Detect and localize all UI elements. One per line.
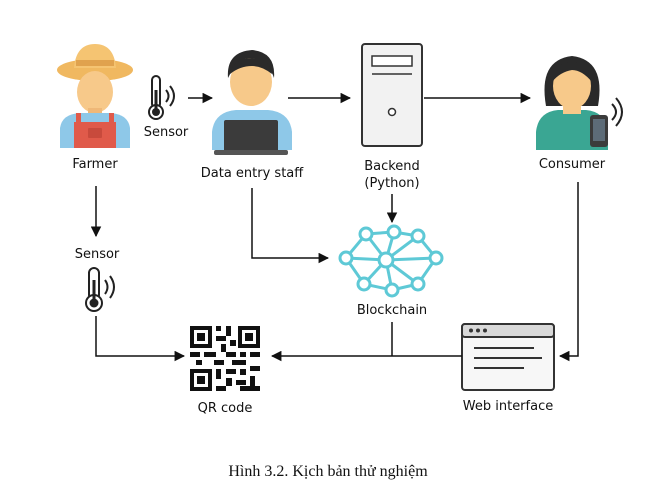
staff-laptop-icon bbox=[212, 50, 292, 155]
data-entry-staff-label: Data entry staff bbox=[201, 166, 305, 181]
figure-caption: Hình 3.2. Kịch bản thử nghiệm bbox=[228, 463, 428, 480]
farmer-icon bbox=[57, 44, 133, 148]
blockchain-nodes bbox=[338, 224, 444, 298]
sensor-top-label: Sensor bbox=[144, 125, 189, 140]
consumer-label: Consumer bbox=[539, 157, 606, 172]
browser-window-icon bbox=[461, 323, 555, 391]
consumer-phone-icon bbox=[536, 56, 623, 150]
web-interface-label: Web interface bbox=[463, 399, 553, 414]
server-tower-icon bbox=[361, 43, 423, 147]
backend-label-line2: (Python) bbox=[364, 176, 419, 191]
arrow-sensor-to-qr bbox=[95, 316, 186, 362]
thermometer-sensor-icon-left bbox=[85, 267, 115, 312]
farmer-label: Farmer bbox=[72, 157, 118, 172]
blockchain-label: Blockchain bbox=[357, 303, 427, 318]
connectors bbox=[90, 92, 579, 362]
qr-code-label: QR code bbox=[198, 401, 253, 416]
qr-code-icon bbox=[190, 326, 260, 391]
thermometer-sensor-icon-top bbox=[148, 75, 175, 120]
arrow-staff-to-blockchain bbox=[251, 188, 330, 264]
arrow-consumer-to-web bbox=[558, 182, 579, 362]
backend-label-line1: Backend bbox=[364, 159, 420, 174]
sensor-left-label: Sensor bbox=[75, 247, 120, 262]
